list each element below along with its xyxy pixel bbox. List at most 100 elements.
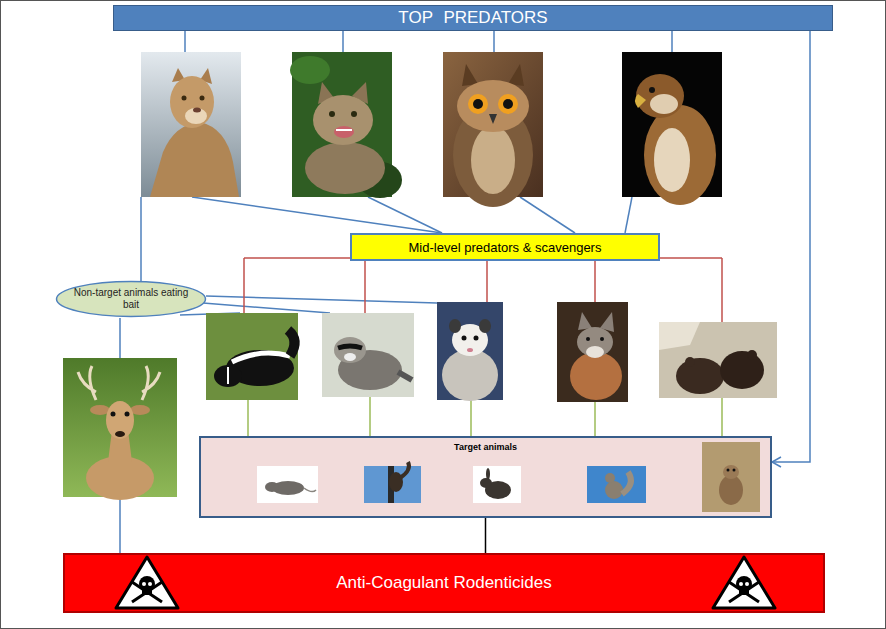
raccoon-photo [322, 313, 414, 397]
owl-photo [473, 99, 483, 109]
deer-photo [78, 366, 160, 400]
gopher-photo [723, 465, 739, 479]
mountain-lion-photo [200, 96, 205, 101]
connector [772, 31, 810, 467]
mountain-lion-photo [150, 122, 239, 197]
bear-cubs-photo [659, 322, 777, 398]
group-box: Target animals [199, 436, 772, 518]
bear-cubs-photo [720, 351, 764, 389]
deer-photo [86, 456, 154, 500]
bobcat-photo [305, 142, 385, 194]
owl-photo [508, 64, 524, 86]
hawk-photo [636, 74, 684, 118]
node-text: TOP PREDATORS [398, 8, 547, 28]
opossum-photo [442, 349, 498, 401]
skull-warning-icon [142, 582, 146, 586]
gopher-photo [727, 469, 730, 472]
rat-photo [304, 488, 316, 492]
squirrel-photo [587, 466, 646, 503]
squirrel-photo [605, 481, 623, 499]
bear-cubs-photo [685, 357, 695, 367]
connector [485, 518, 486, 553]
fox-photo [570, 352, 622, 400]
squirrel-on-pole-photo [364, 466, 421, 503]
hawk-photo [644, 105, 716, 205]
connector-lines [203, 303, 330, 313]
skull-warning-icon [148, 582, 152, 586]
owl-photo [489, 114, 497, 124]
connector-lines [119, 497, 121, 553]
skull-warning-icon [713, 557, 775, 608]
fox-photo [586, 346, 604, 358]
raccoon-photo [338, 350, 402, 390]
node-text: Target animals [454, 442, 517, 452]
skull-warning-icon [142, 589, 152, 595]
deer-photo [125, 412, 130, 417]
fox-photo [577, 327, 613, 357]
bobcat-photo [290, 52, 402, 198]
owl-photo [457, 80, 529, 132]
bear-cubs-photo [659, 322, 777, 398]
bear-cubs-photo [747, 350, 757, 360]
node-text: Non-target animals eating bait [73, 287, 189, 311]
gopher-photo [702, 442, 760, 512]
mountain-lion-photo [193, 108, 201, 113]
hawk-photo [622, 52, 722, 205]
bobcat-photo [329, 111, 335, 117]
connector-lines [520, 197, 575, 233]
hawk-photo [650, 94, 678, 114]
skunk-photo [206, 313, 298, 400]
fox-photo [586, 337, 590, 341]
rat-photo [265, 482, 279, 492]
squirrel-on-pole-photo [364, 462, 421, 503]
owl-photo [443, 52, 543, 207]
connector-lines [470, 400, 472, 436]
hawk-photo [654, 128, 690, 192]
squirrel-photo [587, 466, 646, 503]
fox-photo [557, 302, 628, 402]
connector-line [772, 31, 810, 462]
skunk-photo [214, 365, 242, 387]
owl-photo [462, 64, 478, 86]
skunk-photo [232, 353, 290, 362]
owl-photo [503, 99, 513, 109]
owl-photo [468, 94, 488, 114]
skull-warning-icon [739, 582, 743, 586]
bobcat-photo [313, 95, 373, 145]
opossum-photo [449, 319, 461, 333]
opossum-photo [479, 319, 491, 333]
squirrel-photo [605, 473, 615, 483]
node-text: Anti-Coagulant Rodenticides [336, 573, 551, 593]
skull-warning-icon [745, 582, 749, 586]
mountain-lion-photo [185, 108, 207, 124]
deer-photo [63, 358, 177, 500]
raccoon-photo [334, 337, 366, 363]
rat-photo [257, 466, 318, 503]
bear-cubs-photo [659, 322, 700, 350]
bear-cubs-photo [676, 358, 724, 394]
mountain-lion-photo [141, 52, 241, 197]
connector-lines [594, 258, 596, 302]
connector-lines [206, 296, 437, 303]
raccoon-photo [338, 346, 362, 348]
connector-lines [192, 197, 442, 233]
header-bar: TOP PREDATORS [113, 5, 833, 31]
group-box: Mid-level predators & scavengers [350, 233, 660, 261]
connector-lines [486, 258, 488, 302]
gopher-photo [719, 475, 743, 505]
connector-lines [594, 402, 596, 436]
fox-photo [557, 302, 628, 402]
rabbit-photo [480, 478, 492, 488]
connector-lines [243, 258, 245, 313]
node-text: Mid-level predators & scavengers [409, 240, 602, 255]
squirrel-on-pole-photo [400, 462, 409, 478]
mountain-lion-photo [170, 76, 214, 128]
opossum-photo [474, 336, 479, 341]
bobcat-photo [334, 126, 354, 138]
connector-lines [342, 30, 344, 52]
oval-label: Non-target animals eating bait [55, 280, 207, 318]
bobcat-photo [290, 56, 330, 84]
mountain-lion-photo [141, 52, 241, 197]
fox-photo [578, 312, 592, 330]
